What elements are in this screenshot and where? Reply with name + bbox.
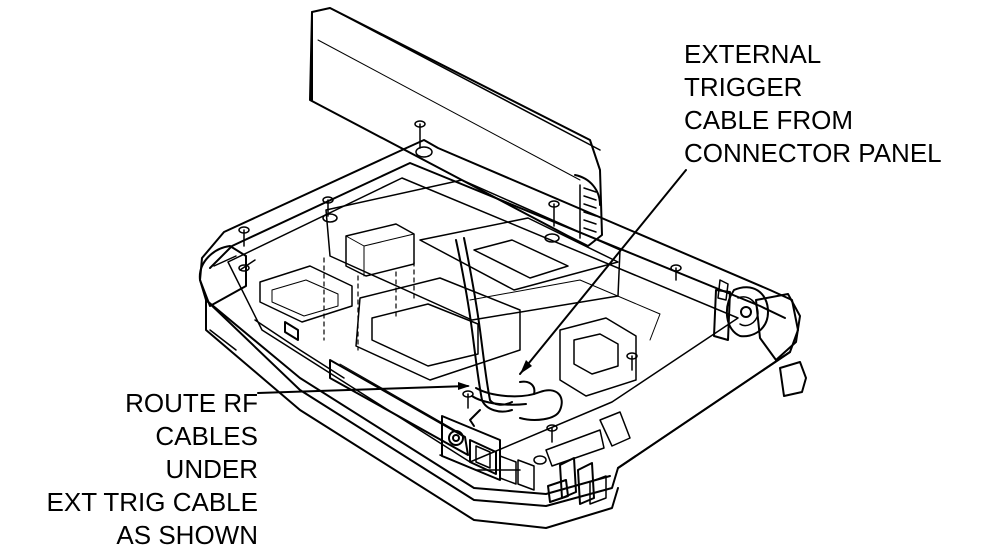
chassis-front-wall [205,299,619,529]
left-corner-bumper [198,245,247,307]
route-rf-callout: ROUTE RF CABLES UNDER EXT TRIG CABLE AS … [0,387,258,550]
callout-line: CABLE FROM [684,105,854,135]
external-trigger-leader [519,169,687,375]
leader-lines [257,169,687,394]
connector-panel [441,415,569,503]
battery-pack [309,7,603,247]
callout-line: TRIGGER [684,72,803,102]
external-trigger-callout: EXTERNAL TRIGGER CABLE FROM CONNECTOR PA… [684,38,942,170]
right-corner-bumper [713,279,807,397]
screws [238,120,682,465]
callout-line: EXTERNAL [684,39,822,69]
leader-arrowheads [458,360,532,390]
circuit-boards [259,179,661,397]
route-rf-leader [257,385,469,394]
callout-line: CABLES [155,421,258,451]
callout-line: CONNECTOR PANEL [684,138,942,168]
callout-line: AS SHOWN [116,520,258,550]
right-side-ports [545,351,791,505]
callout-line: ROUTE RF [125,388,258,418]
rf-cables [469,380,563,427]
callout-line: UNDER [165,454,258,484]
battery-vent-slots [583,187,597,233]
callout-line: EXT TRIG CABLE [46,487,258,517]
alignment-dashes [323,257,415,351]
